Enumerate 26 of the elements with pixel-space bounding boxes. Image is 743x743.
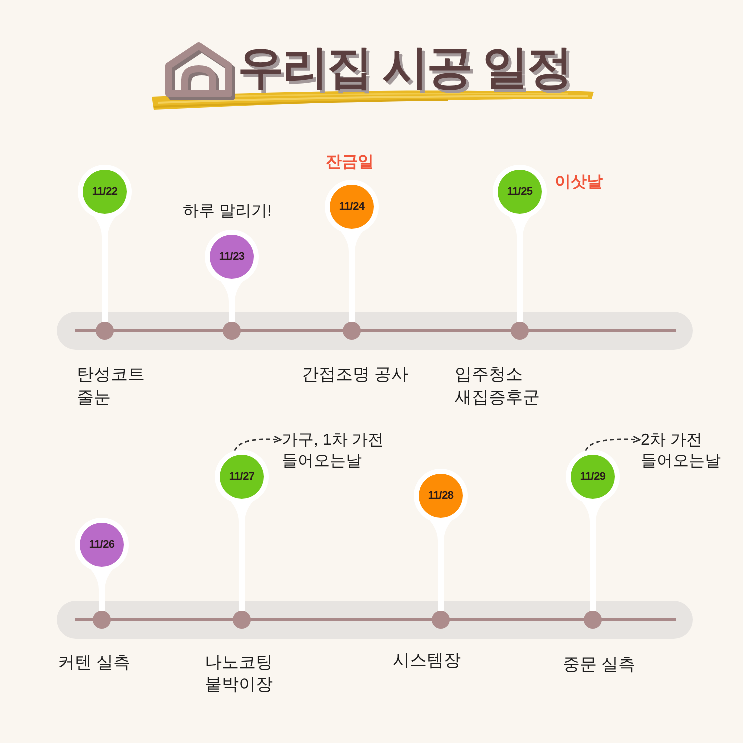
task-text: 줄눈 bbox=[77, 387, 111, 409]
note-text: 잔금일 bbox=[326, 153, 374, 173]
date-pin: 11/27 bbox=[215, 450, 269, 629]
date-pin: 11/22 bbox=[78, 165, 132, 340]
task-text: 중문 실측 bbox=[563, 654, 636, 676]
date-pin: 11/24 bbox=[325, 180, 379, 340]
dashed-arrow bbox=[234, 436, 282, 452]
task-text: 간접조명 공사 bbox=[302, 364, 409, 386]
note-text: 하루 말리기! bbox=[183, 202, 272, 222]
note-text: 이삿날 bbox=[555, 173, 603, 193]
task-text: 탄성코트 bbox=[77, 364, 145, 386]
task-text: 입주청소 bbox=[455, 364, 523, 386]
title: 우리집 시공 일정 bbox=[238, 44, 572, 90]
task-text: 붙박이장 bbox=[205, 674, 273, 696]
date-pin: 11/29 bbox=[566, 450, 620, 629]
date-pin: 11/28 bbox=[414, 469, 468, 629]
date-pin: 11/25 bbox=[493, 165, 547, 340]
dashed-arrow bbox=[585, 436, 641, 452]
date-pin: 11/26 bbox=[75, 518, 129, 629]
note-text: 가구, 1차 가전 들어오는날 bbox=[282, 430, 386, 472]
task-text: 시스템장 bbox=[393, 650, 461, 672]
task-text: 나노코팅 bbox=[205, 652, 273, 674]
task-text: 새집증후군 bbox=[455, 387, 540, 409]
task-text: 커텐 실측 bbox=[58, 652, 131, 674]
note-text: 2차 가전 들어오는날 bbox=[641, 430, 722, 472]
date-pin: 11/23 bbox=[205, 230, 259, 340]
